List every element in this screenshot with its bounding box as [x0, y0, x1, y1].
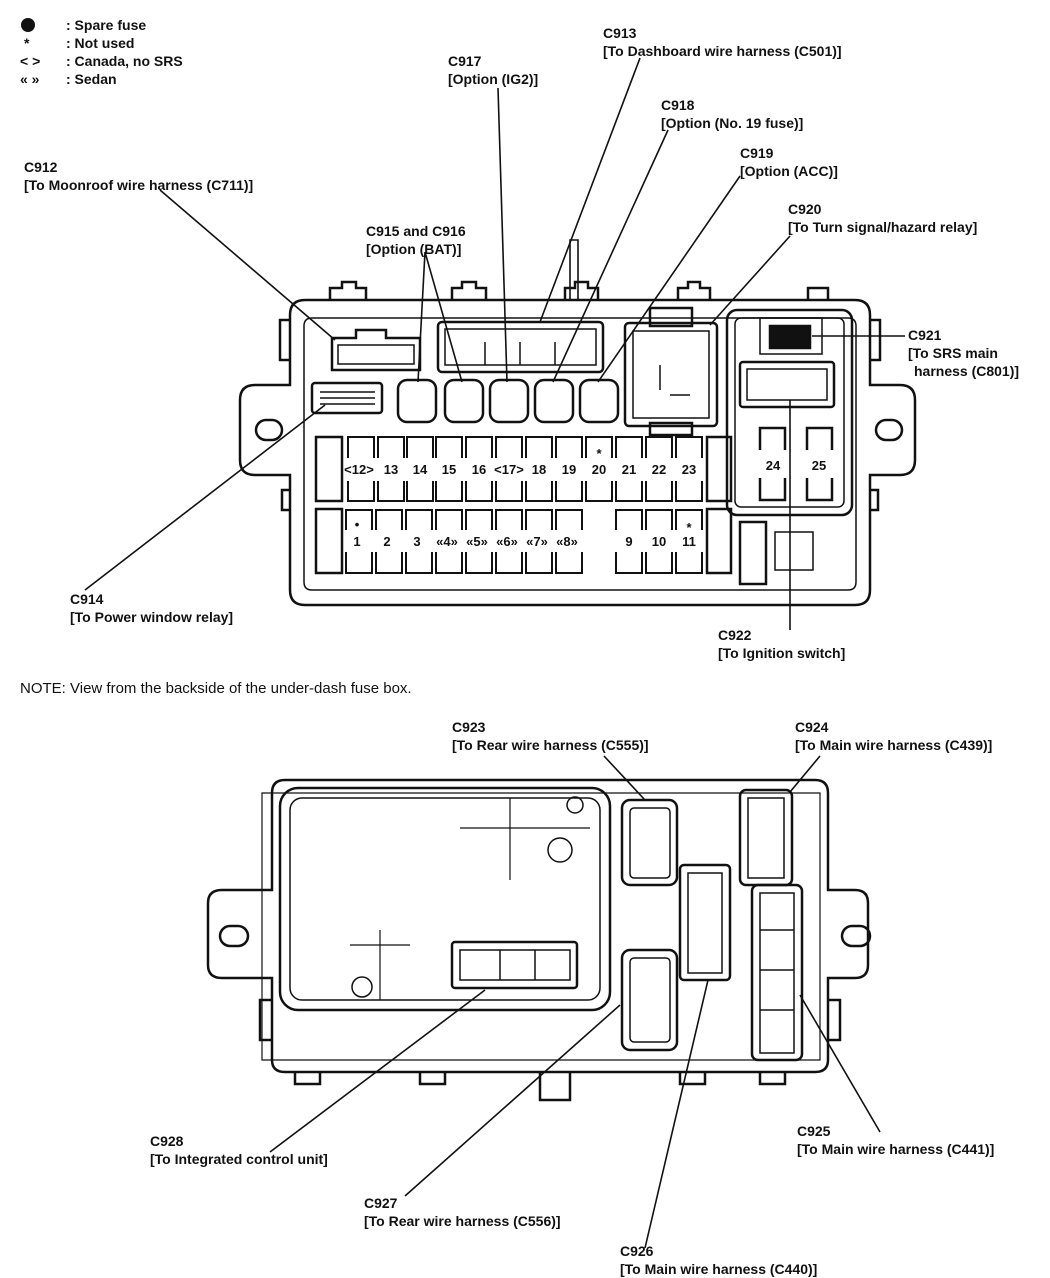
connector-id: C918	[661, 97, 695, 113]
upper-fuse-slots	[347, 436, 703, 502]
label-c921: C921 [To SRS main harness (C801)]	[908, 326, 1019, 380]
fuse-label: 9	[625, 534, 633, 549]
label-c915-c916: C915 and C916 [Option (BAT)]	[366, 222, 466, 258]
legend-spare-fuse-dot	[21, 18, 35, 32]
connector-id: C917	[448, 53, 482, 69]
label-c925: C925 [To Main wire harness (C441)]	[797, 1122, 994, 1158]
connector-desc: [To Moonroof wire harness (C711)]	[24, 177, 254, 193]
legend-row-canada: < > : Canada, no SRS	[20, 52, 183, 70]
connector-id: C924	[795, 719, 829, 735]
connector-id: C927	[364, 1195, 398, 1211]
not-used-marker: *	[686, 520, 692, 535]
connector-id: C922	[718, 627, 752, 643]
connector-desc: [To Rear wire harness (C555)]	[452, 737, 649, 753]
upper-fuse-box-outline	[238, 280, 917, 607]
connector-id: C925	[797, 1123, 831, 1139]
connector-id: C913	[603, 25, 637, 41]
fuse-label: 20	[591, 462, 607, 477]
note-text: NOTE: View from the backside of the unde…	[20, 680, 412, 697]
fuse-label: «5»	[466, 534, 488, 549]
connector-id: C914	[70, 591, 104, 607]
legend-symbol: < >	[20, 53, 41, 69]
connector-desc: [Option (IG2)]	[448, 71, 539, 87]
lower-fuse-box-outline	[206, 778, 872, 1102]
label-c919: C919 [Option (ACC)]	[740, 144, 838, 180]
upper-leader-lines	[84, 57, 905, 630]
label-c928: C928 [To Integrated control unit]	[150, 1132, 328, 1168]
label-c924: C924 [To Main wire harness (C439)]	[795, 718, 992, 754]
legend-text: : Not used	[66, 35, 135, 51]
connector-desc: [Option (BAT)]	[366, 241, 462, 257]
legend: : Spare fuse * : Not used < > : Canada, …	[20, 16, 183, 88]
fuse-label: <17>	[494, 462, 524, 477]
connector-desc: [To Ignition switch]	[718, 645, 846, 661]
connector-id: C923	[452, 719, 486, 735]
fuse-label: «7»	[526, 534, 548, 549]
fuse-label: 18	[531, 462, 547, 477]
fuse-label: 15	[441, 462, 457, 477]
legend-row-spare: : Spare fuse	[20, 16, 183, 34]
fuse-label: 22	[651, 462, 667, 477]
connector-desc: [To Turn signal/hazard relay]	[788, 219, 978, 235]
label-c918: C918 [Option (No. 19 fuse)]	[661, 96, 803, 132]
legend-row-sedan: « » : Sedan	[20, 70, 183, 88]
fuse-label: «6»	[496, 534, 518, 549]
fuse-label: 2	[383, 534, 391, 549]
connector-id: C926	[620, 1243, 654, 1259]
label-c914: C914 [To Power window relay]	[70, 590, 233, 626]
fuse-label: 24	[765, 458, 781, 473]
connector-id: C928	[150, 1133, 184, 1149]
label-c926: C926 [To Main wire harness (C440)]	[620, 1242, 817, 1278]
fuse-label: 16	[471, 462, 487, 477]
connector-desc: [To Main wire harness (C439)]	[795, 737, 993, 753]
fuse-label: «4»	[436, 534, 458, 549]
connector-desc: [To Main wire harness (C440)]	[620, 1261, 818, 1277]
fuse-label: 21	[621, 462, 637, 477]
not-used-marker: *	[596, 446, 602, 461]
fuse-label: 23	[681, 462, 697, 477]
fuse-label: 10	[651, 534, 667, 549]
fuse-label: <12>	[344, 462, 374, 477]
spare-fuse-marker: •	[354, 517, 360, 532]
connector-id: C915 and C916	[366, 223, 466, 239]
fuse-label: 19	[561, 462, 577, 477]
label-c912: C912 [To Moonroof wire harness (C711)]	[24, 158, 253, 194]
fuse-label: 25	[811, 458, 827, 473]
connector-desc: [To Integrated control unit]	[150, 1151, 328, 1167]
legend-text: : Spare fuse	[66, 17, 147, 33]
legend-symbol: *	[24, 35, 30, 51]
lower-leader-lines	[269, 755, 881, 1249]
label-c922: C922 [To Ignition switch]	[718, 626, 845, 662]
legend-text: : Sedan	[66, 71, 117, 87]
fuse-label: «8»	[556, 534, 578, 549]
legend-text: : Canada, no SRS	[66, 53, 183, 69]
connector-id: C920	[788, 201, 822, 217]
connector-desc: [Option (ACC)]	[740, 163, 838, 179]
label-c917: C917 [Option (IG2)]	[448, 52, 538, 88]
fuse-label: 13	[383, 462, 399, 477]
fuse-label: 14	[412, 462, 428, 477]
label-c920: C920 [To Turn signal/hazard relay]	[788, 200, 977, 236]
connector-id: C912	[24, 159, 58, 175]
legend-symbol: « »	[20, 71, 40, 87]
fuse-label: 1	[353, 534, 361, 549]
connector-id: C919	[740, 145, 774, 161]
connector-desc-line2: harness (C801)]	[914, 363, 1020, 379]
fuse-label: 11	[682, 534, 696, 549]
fuse-label: 3	[413, 534, 421, 549]
connector-id: C921	[908, 327, 942, 343]
lower-fuse-slots	[345, 509, 703, 574]
connector-desc: [To Rear wire harness (C556)]	[364, 1213, 561, 1229]
connector-desc: [To Power window relay]	[70, 609, 234, 625]
connector-desc: [Option (No. 19 fuse)]	[661, 115, 804, 131]
legend-row-not-used: * : Not used	[20, 34, 183, 52]
label-c923: C923 [To Rear wire harness (C555)]	[452, 718, 649, 754]
connector-desc: [To Main wire harness (C441)]	[797, 1141, 995, 1157]
label-c913: C913 [To Dashboard wire harness (C501)]	[603, 24, 842, 60]
connector-desc: [To Dashboard wire harness (C501)]	[603, 43, 842, 59]
label-c927: C927 [To Rear wire harness (C556)]	[364, 1194, 561, 1230]
connector-desc: [To SRS main	[908, 345, 998, 361]
option-connectors	[396, 378, 620, 424]
